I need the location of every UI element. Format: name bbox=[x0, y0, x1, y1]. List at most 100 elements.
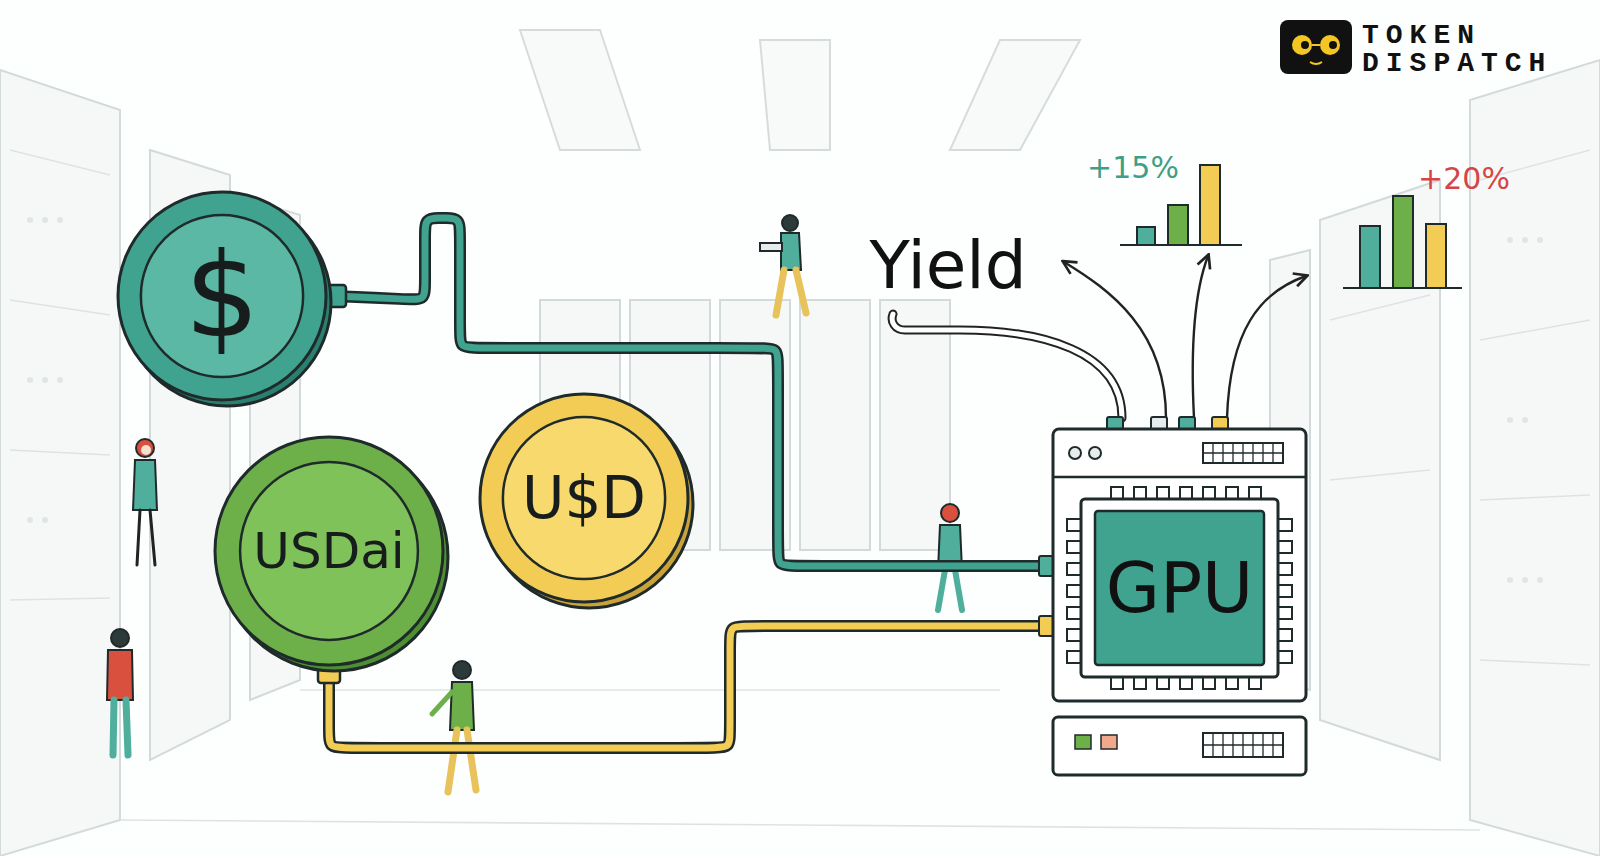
cable-connector bbox=[329, 626, 1053, 748]
illustration-circle bbox=[1292, 35, 1312, 55]
illustration-line bbox=[1480, 320, 1590, 340]
illustration-circle bbox=[1507, 577, 1513, 583]
illustration-rect bbox=[760, 243, 782, 251]
illustration-g bbox=[432, 661, 476, 792]
illustration-line bbox=[1330, 470, 1430, 480]
coin-face bbox=[215, 437, 443, 665]
server-body bbox=[1053, 429, 1306, 701]
illustration-line bbox=[1330, 295, 1430, 320]
server-unit bbox=[1053, 717, 1306, 775]
illustration-line bbox=[120, 820, 1480, 830]
illustration-rect bbox=[1168, 205, 1188, 245]
illustration-g bbox=[1280, 20, 1352, 74]
illustration-rect bbox=[880, 300, 950, 550]
chip-frame bbox=[1081, 499, 1278, 677]
cable-outline bbox=[329, 626, 1053, 748]
illustration-g bbox=[107, 629, 133, 755]
illustration-g bbox=[520, 30, 1080, 150]
chip-pins bbox=[1067, 487, 1292, 689]
illustration-polygon bbox=[0, 70, 120, 856]
illustration-rect bbox=[1360, 226, 1380, 288]
illustration-circle bbox=[941, 504, 959, 522]
led bbox=[1089, 447, 1101, 459]
yield-label: Yield bbox=[869, 233, 1026, 299]
illustration-circle bbox=[1522, 237, 1528, 243]
illustration-line bbox=[10, 300, 110, 315]
illustration-rect bbox=[1200, 165, 1220, 245]
illustration-polygon bbox=[1320, 180, 1440, 760]
illustration-line bbox=[10, 150, 110, 175]
illustration-circle bbox=[1329, 41, 1337, 49]
port bbox=[1039, 616, 1053, 636]
chip-die bbox=[1095, 511, 1264, 665]
illustration-rect bbox=[1426, 224, 1446, 288]
illustration-circle bbox=[1537, 577, 1543, 583]
illustration-path bbox=[107, 650, 133, 700]
illustration-circle bbox=[27, 517, 33, 523]
illustration-circle bbox=[57, 217, 63, 223]
illustration-path bbox=[892, 314, 1122, 418]
illustration-rect bbox=[1280, 20, 1352, 74]
cable-core bbox=[329, 626, 1053, 748]
coin-symbol: U$D bbox=[522, 469, 646, 527]
illustration-g bbox=[107, 215, 962, 792]
illustration-path bbox=[1064, 262, 1166, 418]
brand-logo: TOKEN DISPATCH bbox=[1362, 22, 1592, 78]
illustration-polygon bbox=[520, 30, 640, 150]
panel-line bbox=[1053, 476, 1306, 479]
growth-percent: +20% bbox=[1418, 164, 1510, 194]
illustration-path bbox=[781, 233, 801, 270]
illustration-circle bbox=[111, 629, 129, 647]
illustration-circle bbox=[453, 661, 471, 679]
growth-percent: +15% bbox=[1087, 153, 1179, 183]
illustration-line bbox=[1120, 244, 1242, 246]
illustration-path bbox=[892, 314, 1122, 418]
illustration-circle bbox=[27, 217, 33, 223]
coin-inner bbox=[503, 417, 665, 579]
illustration-circle bbox=[136, 439, 154, 457]
illustration-path bbox=[776, 270, 806, 315]
coin-face bbox=[118, 192, 326, 400]
illustration-polygon bbox=[760, 40, 830, 150]
illustration-circle bbox=[1507, 417, 1513, 423]
illustration-g bbox=[1064, 256, 1306, 418]
illustration-path bbox=[1193, 256, 1208, 418]
illustration-path bbox=[137, 510, 155, 565]
illustration-circle bbox=[1301, 41, 1309, 49]
illustration-rect bbox=[800, 300, 870, 550]
vent-grid bbox=[1203, 443, 1283, 463]
coin-face bbox=[480, 394, 688, 602]
illustration-line bbox=[1343, 287, 1462, 289]
illustration-line bbox=[300, 689, 1000, 691]
led bbox=[1069, 447, 1081, 459]
illustration-circle bbox=[1522, 417, 1528, 423]
illustration-circle bbox=[42, 377, 48, 383]
illustration-circle bbox=[782, 215, 798, 231]
illustration-g bbox=[1120, 165, 1462, 288]
usd-coin: U$D bbox=[474, 388, 694, 608]
illustration-circle bbox=[1522, 577, 1528, 583]
illustration-circle bbox=[1537, 237, 1543, 243]
illustration-rect bbox=[1393, 196, 1413, 288]
illustration-circle bbox=[1507, 237, 1513, 243]
illustration-path bbox=[1227, 276, 1306, 418]
illustration-path bbox=[113, 700, 128, 755]
illustration-circle bbox=[57, 377, 63, 383]
illustration-circle bbox=[1320, 35, 1340, 55]
illustration-line bbox=[10, 598, 110, 600]
illustration-circle bbox=[42, 217, 48, 223]
illustration-circle bbox=[27, 377, 33, 383]
chip-label: GPU bbox=[1106, 553, 1254, 623]
illustration-rect bbox=[1137, 227, 1155, 245]
illustration-line bbox=[1480, 495, 1590, 500]
coin-inner bbox=[240, 462, 418, 640]
led bbox=[1101, 735, 1117, 749]
illustration-line bbox=[10, 450, 110, 455]
illustration-g bbox=[938, 504, 962, 610]
gpu-server: GPU bbox=[1053, 429, 1306, 776]
illustration-polygon bbox=[950, 40, 1080, 150]
coin-symbol: $ bbox=[184, 237, 259, 355]
illustration-path bbox=[133, 460, 157, 510]
